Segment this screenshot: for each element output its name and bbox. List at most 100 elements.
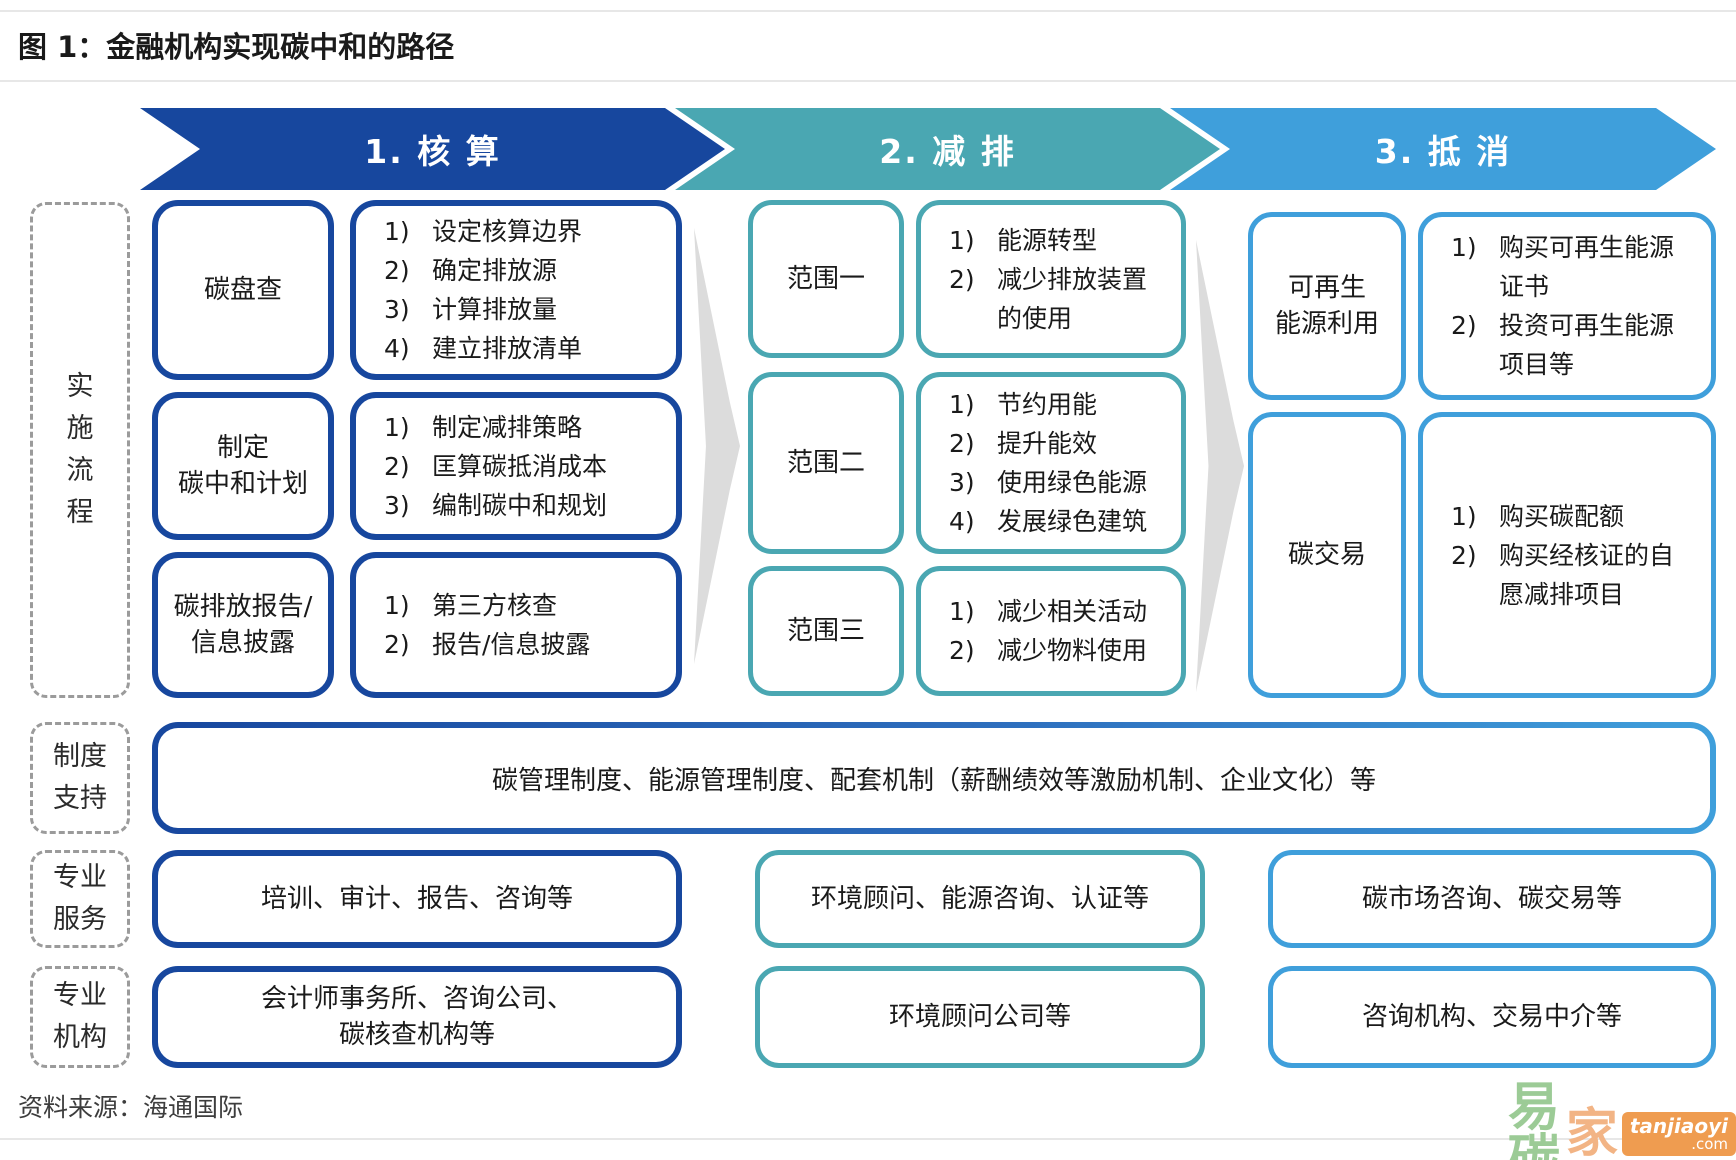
watermark-logo: 易碳 家 tanjiaoyi .com xyxy=(1508,1082,1736,1160)
watermark-green-text: 易碳 xyxy=(1508,1078,1561,1160)
item-number: 2) xyxy=(384,451,410,481)
watermark-badge-line2: .com xyxy=(1691,1135,1728,1153)
list-item: 1)第三方核查 xyxy=(384,586,668,625)
item-number: 2) xyxy=(949,264,975,294)
item-number: 3) xyxy=(384,490,410,520)
detail-box-renewable: 1) 购买可再生能源 证书 2) 投资可再生能源 项目等 xyxy=(1418,212,1716,400)
top-divider xyxy=(0,10,1736,12)
item-number: 1) xyxy=(1451,233,1477,262)
list-item: 2) 确定排放源 xyxy=(384,251,668,290)
list-item: 2) 匡算碳抵消成本 xyxy=(384,447,668,486)
stage-banner-accounting: 1. 核 算 xyxy=(140,108,725,190)
list-item: 3) 编制碳中和规划 xyxy=(384,486,668,525)
transition-arrow-icon xyxy=(694,228,740,664)
list-item: 2) 报告/信息披露 xyxy=(384,625,668,664)
item-text: 发展绿色建筑 xyxy=(997,507,1148,536)
services-box-reduction: 环境顾问、能源咨询、认证等 xyxy=(755,850,1205,948)
item-number: 1) xyxy=(384,217,410,246)
row-header-label: 实 施 流 程 xyxy=(66,371,94,528)
detail-box-scope2: 1)节约用能 2) 提升能效 3) 使用绿色能源 4) 发展绿色建筑 xyxy=(916,372,1186,554)
scope-box-scope3: 范围三 xyxy=(748,566,904,696)
item-text: 确定排放源 xyxy=(432,256,558,285)
stage-banner-label: 1. 核 算 xyxy=(364,132,501,171)
list-item: 1) 减少相关活动 xyxy=(949,592,1173,631)
list-item: 1) 能源转型 xyxy=(949,221,1173,260)
row-header-label: 专业 机构 xyxy=(53,980,107,1053)
detail-box-carbon-plan: 1) 制定减排策略 2) 匡算碳抵消成本 3) 编制碳中和规划 xyxy=(350,392,682,540)
stage-banner-reduction: 2. 减 排 xyxy=(675,108,1220,190)
item-text: 编制碳中和规划 xyxy=(432,490,608,520)
scope-box-scope2: 范围二 xyxy=(748,372,904,554)
source-note: 资料来源：海通国际 xyxy=(18,1093,244,1122)
stage-banner-offset: 3. 抵 消 xyxy=(1170,108,1716,190)
item-text: 匡算碳抵消成本 xyxy=(432,451,608,481)
detail-box-carbon-inventory: 1) 设定核算边界 2) 确定排放源 3) 计算排放量 4) 建立排放清单 xyxy=(350,200,682,380)
list-item: 1) 设定核算边界 xyxy=(384,212,668,251)
detail-box-scope1: 1) 能源转型 2) 减少排放装置 的使用 xyxy=(916,200,1186,358)
item-text: 能源转型 xyxy=(997,225,1098,255)
item-number: 2) xyxy=(1451,311,1477,340)
row-header-label: 专业 服务 xyxy=(53,862,107,935)
watermark-badge: tanjiaoyi .com xyxy=(1621,1112,1736,1156)
item-number: 2) xyxy=(384,630,410,659)
item-text: 减少排放装置 的使用 xyxy=(997,264,1148,333)
transition-arrow-icon xyxy=(1196,240,1244,692)
item-text: 报告/信息披露 xyxy=(432,630,591,659)
services-box-offset: 碳市场咨询、碳交易等 xyxy=(1268,850,1716,948)
support-row-text: 碳管理制度、能源管理制度、配套机制（薪酬绩效等激励机制、企业文化）等 xyxy=(158,728,1710,828)
row-header-institution: 制度 支持 xyxy=(30,722,130,834)
list-item: 4) 发展绿色建筑 xyxy=(949,502,1173,541)
item-text: 计算排放量 xyxy=(432,295,558,324)
item-text: 购买经核证的自 愿减排项目 xyxy=(1499,540,1675,609)
item-text: 减少物料使用 xyxy=(997,636,1148,665)
item-text: 使用绿色能源 xyxy=(997,468,1148,497)
list-item: 2) 投资可再生能源 项目等 xyxy=(1451,306,1703,384)
agencies-box-accounting: 会计师事务所、咨询公司、 碳核查机构等 xyxy=(152,966,682,1068)
offset-box-renewable: 可再生 能源利用 xyxy=(1248,212,1406,400)
item-number: 1) xyxy=(949,597,975,626)
item-text: 投资可再生能源 项目等 xyxy=(1499,311,1675,379)
list-item: 1) 购买可再生能源 证书 xyxy=(1451,228,1703,306)
item-text: 减少相关活动 xyxy=(997,597,1148,626)
list-item: 2) 提升能效 xyxy=(949,424,1173,463)
item-text: 购买碳配额 xyxy=(1499,501,1625,531)
row-header-label: 制度 支持 xyxy=(53,741,107,814)
item-number: 1) xyxy=(384,412,410,442)
row-header-agencies: 专业 机构 xyxy=(30,966,130,1068)
item-number: 2) xyxy=(949,429,975,458)
item-number: 3) xyxy=(384,295,410,324)
item-text: 第三方核查 xyxy=(432,591,558,620)
item-text: 购买可再生能源 证书 xyxy=(1499,233,1675,301)
item-number: 2) xyxy=(949,636,975,665)
item-number: 3) xyxy=(949,468,975,497)
list-item: 1)节约用能 xyxy=(949,385,1173,424)
item-text: 设定核算边界 xyxy=(432,217,583,246)
list-item: 4) 建立排放清单 xyxy=(384,329,668,368)
offset-box-carbon-trading: 碳交易 xyxy=(1248,412,1406,698)
watermark-badge-line1: tanjiaoyi xyxy=(1629,1114,1728,1138)
detail-box-carbon-report: 1)第三方核查 2) 报告/信息披露 xyxy=(350,552,682,698)
item-text: 提升能效 xyxy=(997,429,1098,458)
support-row-box: 碳管理制度、能源管理制度、配套机制（薪酬绩效等激励机制、企业文化）等 xyxy=(152,722,1716,834)
item-number: 2) xyxy=(1451,540,1477,570)
stage-banner-label: 3. 抵 消 xyxy=(1374,132,1512,171)
item-number: 1) xyxy=(949,225,975,255)
list-item: 1)购买碳配额 xyxy=(1451,497,1703,536)
step-box-carbon-plan: 制定 碳中和计划 xyxy=(152,392,334,540)
stage-banner-label: 2. 减 排 xyxy=(879,132,1016,171)
row-header-implementation: 实 施 流 程 xyxy=(30,202,130,698)
detail-box-scope3: 1) 减少相关活动 2) 减少物料使用 xyxy=(916,566,1186,696)
list-item: 2) 减少排放装置 的使用 xyxy=(949,260,1173,338)
list-item: 3) 计算排放量 xyxy=(384,290,668,329)
item-number: 4) xyxy=(949,507,975,536)
item-text: 建立排放清单 xyxy=(432,334,583,363)
scope-box-scope1: 范围一 xyxy=(748,200,904,358)
watermark-orange-text: 家 xyxy=(1565,1104,1618,1160)
item-number: 4) xyxy=(384,334,410,363)
list-item: 3) 使用绿色能源 xyxy=(949,463,1173,502)
item-number: 2) xyxy=(384,256,410,285)
item-number: 1) xyxy=(949,390,975,419)
item-text: 制定减排策略 xyxy=(432,412,583,442)
list-item: 2) 购买经核证的自 愿减排项目 xyxy=(1451,536,1703,614)
